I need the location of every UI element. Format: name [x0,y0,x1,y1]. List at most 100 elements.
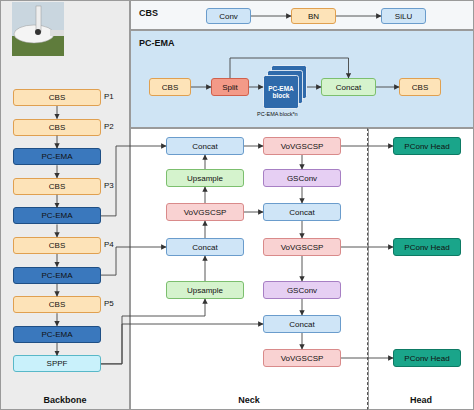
box-label: CBS [49,93,65,102]
pcema-box: PC-EMA [13,267,101,284]
box-label: VoVGSCSP [281,142,324,151]
cbs-box: CBS [13,237,101,254]
aircraft-photo [12,2,64,56]
pcema-box: PC-EMA [13,326,101,343]
box-label: Concat [336,83,361,92]
box-label: Upsample [187,286,223,295]
cbs-box: CBS [399,78,441,96]
connector-arrow [101,247,166,275]
panel-title: Backbone [1,395,129,405]
connector-arrow [57,284,58,297]
connector-arrow [205,155,206,169]
box-label: PC-EMA block [263,75,299,109]
concat-box: Concat [263,203,341,221]
connector-arrow [341,247,393,248]
silu-box: SiLU [381,8,426,24]
connector-arrow [302,299,303,315]
panel-title: Neck [131,395,367,405]
box-label: SiLU [395,12,412,21]
connector-arrow [57,224,58,237]
pcema-panel: PC-EMACBSSplitPC-EMA blockPC-EMA block*n… [130,30,474,128]
connector-arrow [101,299,205,364]
vovgscsp-box: VoVGSCSP [263,137,341,155]
pcema-box: PC-EMA [13,207,101,224]
level-label: P5 [104,299,114,308]
connector-arrow [376,87,399,88]
panel-title: Head [369,395,473,405]
panel-title: CBS [139,8,158,18]
cbs-box: CBS [13,89,101,106]
connector-arrow [57,313,58,326]
level-label: P4 [104,240,114,249]
concat-box: Concat [166,137,244,155]
concat-box: Concat [166,238,244,256]
pcema-block-stack: PC-EMA blockPC-EMA block*n [263,65,307,109]
photo-sky [12,2,64,56]
connector-arrow [251,16,291,17]
upsample-box: Upsample [166,169,244,187]
box-label: PC-EMA [41,211,72,220]
connector-arrow [302,187,303,203]
box-label: BN [308,12,319,21]
connector-arrow [101,146,166,216]
connector-arrow [57,136,58,149]
connector-arrow [244,146,263,147]
box-label: Upsample [187,174,223,183]
vovgscsp-box: VoVGSCSP [263,238,341,256]
gsconv-box: GSConv [263,281,341,299]
box-label: PC-EMA [41,330,72,339]
pconv-head-box: PConv Head [393,238,461,256]
box-label: Concat [192,142,217,151]
connector-arrow [205,256,206,281]
connector-arrow [302,256,303,281]
box-label: PConv Head [404,354,449,363]
cbs-box: CBS [13,296,101,313]
pconv-head-box: PConv Head [393,137,461,155]
connector-arrow [57,106,58,119]
cbs-box: CBS [13,119,101,136]
connector-arrow [341,146,393,147]
sppf-box: SPPF [13,355,101,372]
connector-arrow [205,187,206,203]
box-label: CBS [49,123,65,132]
connector-arrow [302,221,303,238]
box-label: GSConv [287,286,317,295]
neck-panel: NeckConcatVoVGSCSPUpsampleGSConvVoVGSCSP… [130,128,368,410]
level-label: P3 [104,181,114,190]
box-label: Conv [219,12,238,21]
connector-arrow [57,254,58,267]
box-label: GSConv [287,174,317,183]
vovgscsp-box: VoVGSCSP [263,349,341,367]
photo-hub [35,29,41,35]
box-label: PConv Head [404,142,449,151]
box-label: VoVGSCSP [281,354,324,363]
box-label: VoVGSCSP [281,243,324,252]
connector-arrow [101,324,263,364]
box-label: CBS [162,83,178,92]
connector-arrow [302,333,303,349]
box-label: Concat [289,208,314,217]
box-label: CBS [49,241,65,250]
box-label: SPPF [47,359,68,368]
pconv-head-box: PConv Head [393,349,461,367]
connector-arrow [302,155,303,169]
concat-box: Concat [263,315,341,333]
concat-box: Concat [321,78,376,96]
box-label: CBS [49,182,65,191]
stack-layer [264,76,299,109]
box-label: PConv Head [404,243,449,252]
head-panel: HeadPConv HeadPConv HeadPConv Head [368,128,474,410]
connector-arrow [230,58,349,78]
box-label: PC-EMA [41,271,72,280]
box-label: CBS [49,300,65,309]
backbone-panel: Backbone CBS CBS PC-EMA CBS PC-EMA CBS PC-EMA CB… [0,0,130,410]
photo-wing [50,30,64,36]
box-label: PC-EMA [41,152,72,161]
box-label: VoVGSCSP [184,208,227,217]
connector-arrow [57,195,58,208]
photo-propeller [36,6,41,32]
gsconv-box: GSConv [263,169,341,187]
connector-arrow [249,87,263,88]
connector-arrow [336,16,381,17]
